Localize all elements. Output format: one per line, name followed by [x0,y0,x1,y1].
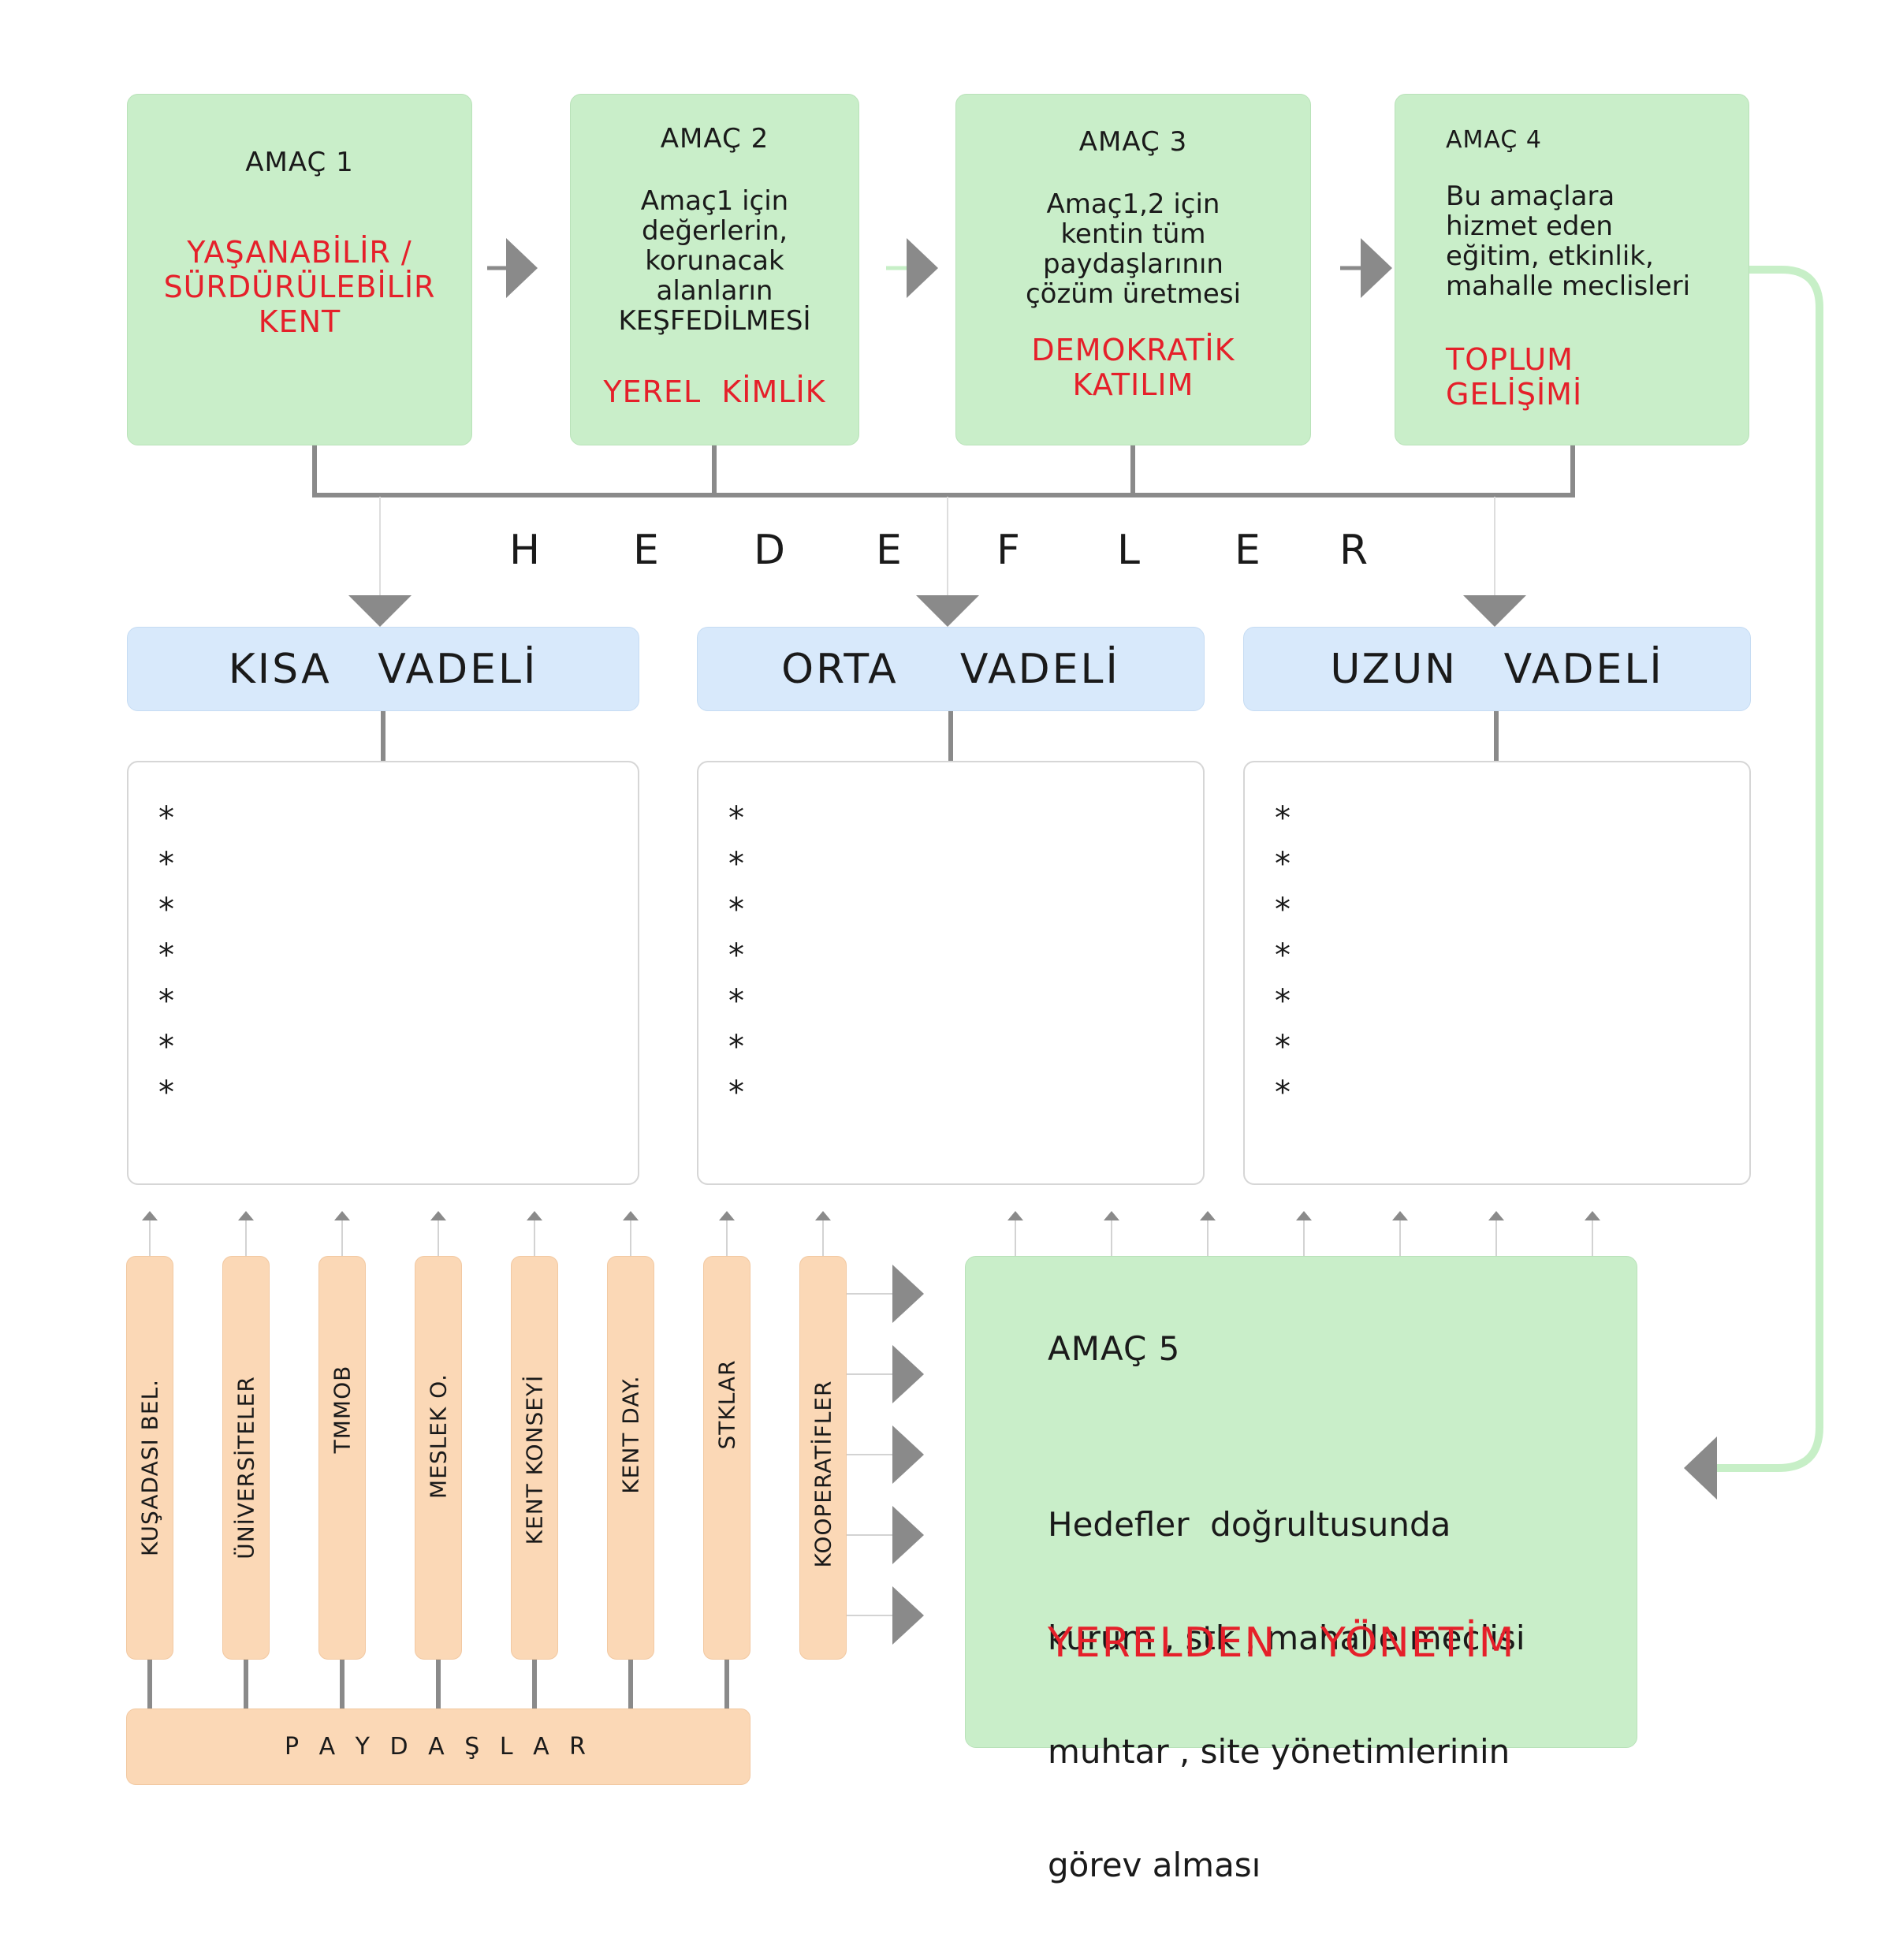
bullet: * [158,800,174,837]
arrow-uzun [1463,595,1526,627]
goal-2-highlight: YEREL KİMLİK [603,374,826,409]
stakeholder-label: KOOPERATİFLER [810,1380,836,1568]
goal-5-title: AMAÇ 5 [1048,1329,1181,1368]
goal-bracket [312,445,1575,497]
goal-4-title: AMAÇ 4 [1446,126,1542,154]
goal5-in-arrows [847,1265,924,1645]
paydaslar-box: P A Y D A Ş L A R [126,1708,750,1785]
bullet: * [728,1029,744,1065]
hedefler-letter: R [1339,527,1369,574]
stakeholder-bar: KUŞADASI BEL. [126,1256,173,1660]
stakeholder-label: MESLEK O. [425,1373,452,1499]
bullet: * [158,937,174,974]
bullet: * [158,846,174,882]
stakeholder-bar: MESLEK O. [415,1256,462,1660]
bullet: * [728,937,744,974]
term-drops [379,497,1495,595]
list-medium: * * * * * * * [697,761,1205,1185]
goal-2-title: AMAÇ 2 [660,123,769,155]
bullet: * [728,846,744,882]
stakeholder-up-arrows [142,1211,831,1256]
goal-5-box: AMAÇ 5 Hedefler doğrultusunda kurum , st… [965,1256,1637,1884]
stakeholder-label: ÜNİVERSİTELER [233,1376,259,1559]
stakeholder-bar: KENT DAY. [607,1256,654,1660]
goal-2-box: AMAÇ 2 Amaç1 için değerlerin, korunacak … [570,94,859,445]
flow-arrowhead [1684,1436,1717,1500]
term-medium-label: ORTA VADELİ [781,645,1120,693]
stakeholder-label: STKLAR [713,1359,740,1450]
bullet: * [158,983,174,1019]
arrow-orta [916,595,979,627]
hedefler-letter: D [754,527,786,574]
bullet: * [1275,1075,1291,1111]
flow-line [1717,266,1823,1472]
goal-2-text: Amaç1 için değerlerin, korunacak alanlar… [618,185,811,337]
hedefler-letter: F [996,527,1020,574]
hedefler-letter: E [1235,527,1261,574]
paydaslar-label: P A Y D A Ş L A R [285,1733,592,1761]
stakeholder-bar: STKLAR [703,1256,750,1660]
stakeholder-label: KENT DAY. [617,1375,644,1494]
goal-3-title: AMAÇ 3 [1078,126,1188,158]
bullet: * [1275,937,1291,974]
goal-3-text: Amaç1,2 için kentin tüm paydaşlarının çö… [1025,188,1242,310]
goal-arrows [487,238,1392,298]
stakeholder-bar: KENT KONSEYİ [511,1256,558,1660]
bullet: * [1275,800,1291,837]
goal5-up-arrows [1007,1211,1600,1256]
goal-1-highlight: YAŞANABİLİR / SÜRDÜRÜLEBİLİR KENT [163,235,436,339]
term-short-label: KISA VADELİ [228,645,538,693]
bullet: * [158,1029,174,1065]
bullet: * [728,1075,744,1111]
goal-1-box: AMAÇ 1 YAŞANABİLİR / SÜRDÜRÜLEBİLİR KENT [127,94,472,445]
bullet: * [158,1075,174,1111]
stakeholder-bar: TMMOB [318,1256,366,1660]
term-long: UZUN VADELİ [1243,627,1751,711]
term-medium: ORTA VADELİ [697,627,1205,711]
bullet: * [1275,846,1291,882]
bullet: * [1275,1029,1291,1065]
connector-layer [142,238,1823,1708]
bullet: * [1275,892,1291,928]
stakeholder-label: KUŞADASI BEL. [136,1378,163,1557]
hedefler-letter: L [1117,527,1140,574]
paydaslar-connectors [147,1660,729,1708]
goal-4-highlight: TOPLUM GELİŞİMİ [1446,342,1583,412]
arrow-kisa [348,595,412,627]
hedefler-letter: H [509,527,541,574]
term-short: KISA VADELİ [127,627,639,711]
bullet: * [158,892,174,928]
goal-1-title: AMAÇ 1 [245,147,354,178]
term-long-label: UZUN VADELİ [1330,645,1664,693]
stakeholder-bar: KOOPERATİFLER [799,1256,847,1660]
goal-4-box: AMAÇ 4 Bu amaçlara hizmet eden eğitim, e… [1395,94,1749,445]
term-arrows [348,595,1526,627]
stakeholder-bar: ÜNİVERSİTELER [222,1256,270,1660]
goal-4-text: Bu amaçlara hizmet eden eğitim, etkinlik… [1446,181,1691,302]
stakeholder-label: KENT KONSEYİ [521,1374,548,1545]
list-connectors [381,711,1499,761]
bullet: * [728,892,744,928]
list-long: * * * * * * * [1243,761,1751,1185]
goal-5-text: Hedefler doğrultusunda kurum , stk , mah… [1048,1505,1525,1884]
bullet: * [728,800,744,837]
bullet: * [1275,983,1291,1019]
hedefler-letter: E [876,527,902,574]
bullet: * [728,983,744,1019]
goal-3-highlight: DEMOKRATİK KATILIM [1031,333,1235,402]
stakeholder-label: TMMOB [329,1365,356,1454]
list-short: * * * * * * * [127,761,639,1185]
goal-5-highlight: YERELDEN YÖNETİM [1048,1619,1516,1667]
goal-3-box: AMAÇ 3 Amaç1,2 için kentin tüm paydaşlar… [955,94,1311,445]
hedefler-letter: E [633,527,659,574]
